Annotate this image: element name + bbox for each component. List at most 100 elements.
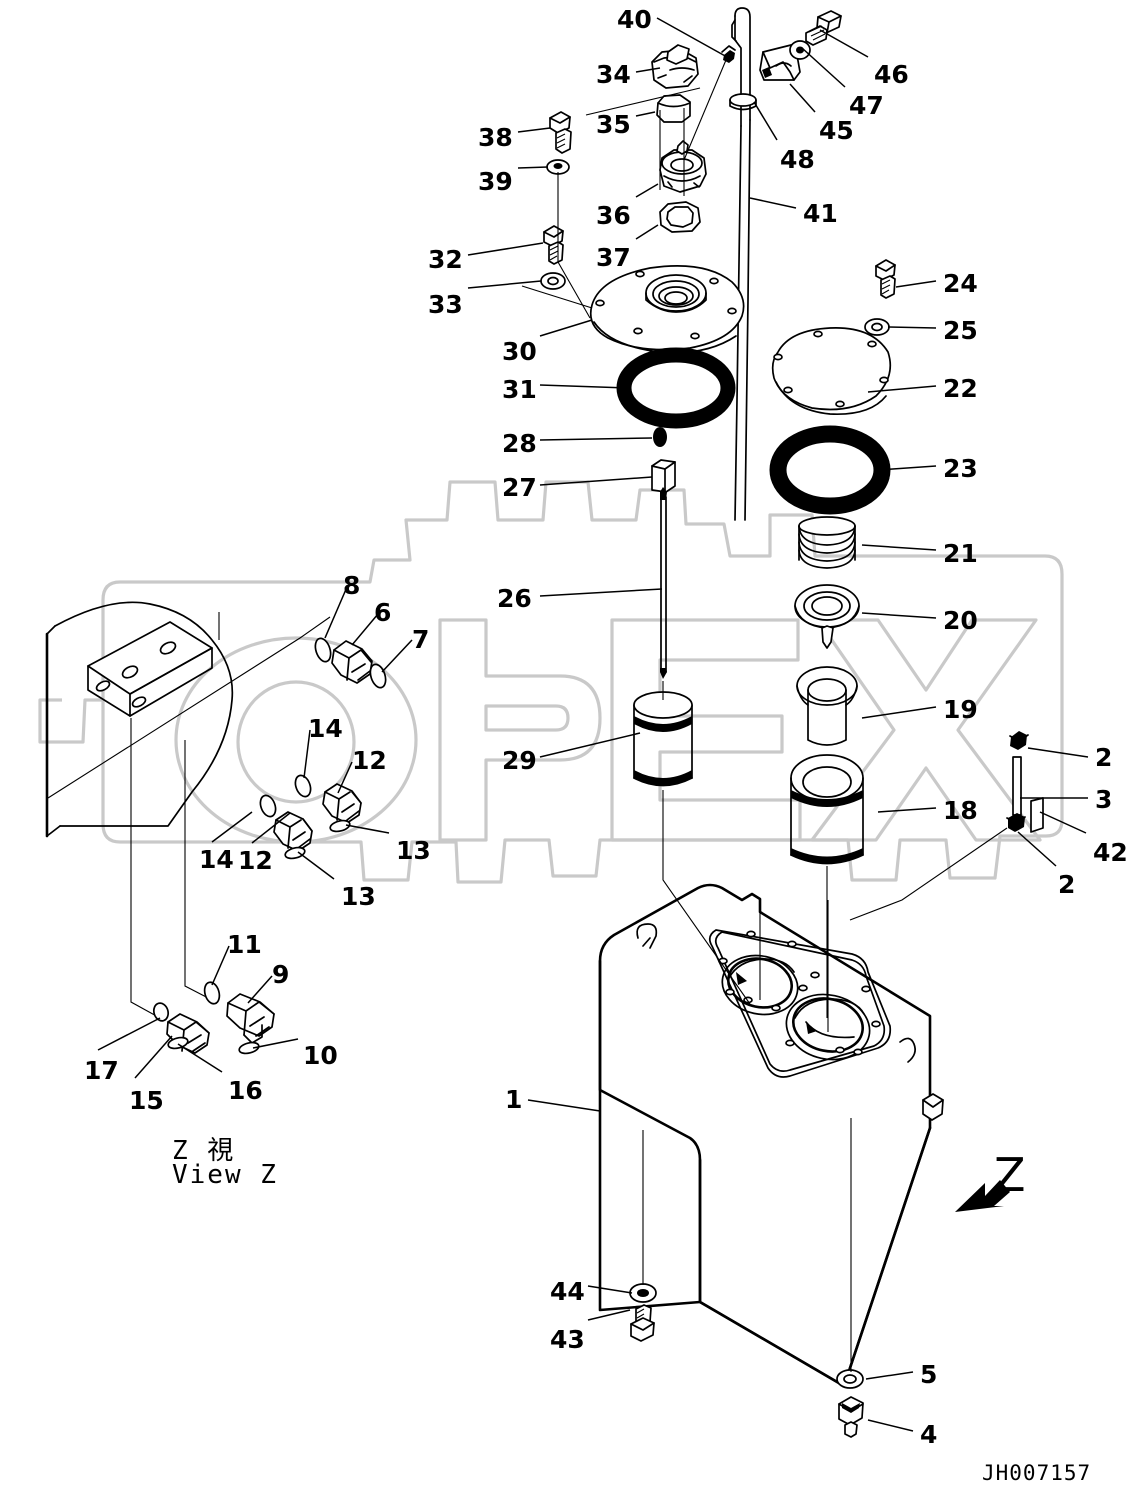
leader-5 bbox=[865, 1371, 914, 1380]
watermark-pex-text bbox=[174, 618, 1042, 844]
callout-39: 39 bbox=[478, 167, 513, 196]
leader-28 bbox=[539, 437, 653, 441]
leader-30 bbox=[539, 319, 593, 337]
leader-47 bbox=[801, 47, 846, 88]
part-24-bolt bbox=[875, 259, 896, 299]
part-33-washer bbox=[540, 272, 566, 290]
part-22-cover-plate bbox=[771, 327, 892, 416]
part-36-strainer-head bbox=[659, 140, 707, 193]
leader-32 bbox=[467, 242, 544, 256]
part-21-spring bbox=[798, 516, 856, 569]
leader-12 bbox=[337, 761, 353, 794]
leader-45 bbox=[789, 83, 816, 113]
callout-40: 40 bbox=[617, 5, 652, 34]
callout-16: 16 bbox=[228, 1076, 263, 1105]
callout-29: 29 bbox=[502, 746, 537, 775]
leader-22 bbox=[867, 385, 937, 393]
callout-46: 46 bbox=[874, 60, 909, 89]
leader-13 bbox=[345, 824, 390, 834]
part-9-fitting bbox=[226, 993, 275, 1044]
leader-14b bbox=[211, 811, 253, 843]
callout-14: 14 bbox=[308, 714, 343, 743]
leader-46 bbox=[819, 29, 869, 58]
callout-9: 9 bbox=[272, 960, 290, 989]
part-2-upper-fitting bbox=[1009, 731, 1029, 750]
part-34-filler-cap bbox=[651, 44, 699, 89]
leader-20 bbox=[861, 612, 937, 619]
leader-11 bbox=[211, 945, 230, 986]
callout-18: 18 bbox=[943, 796, 978, 825]
leader-40 bbox=[656, 17, 728, 58]
callout-36: 36 bbox=[596, 201, 631, 230]
callout-48: 48 bbox=[780, 145, 815, 174]
part-30-flange-plate bbox=[589, 265, 745, 354]
leader-8 bbox=[324, 586, 348, 639]
callout-8: 8 bbox=[343, 571, 361, 600]
leader-4 bbox=[867, 1419, 914, 1432]
leader-44 bbox=[587, 1285, 633, 1294]
leader-29 bbox=[539, 732, 641, 758]
part-43-bolt bbox=[630, 1304, 655, 1342]
leader-10 bbox=[252, 1038, 299, 1049]
callout-11: 11 bbox=[227, 930, 262, 959]
callout-38: 38 bbox=[478, 123, 513, 152]
callout-27: 27 bbox=[502, 473, 537, 502]
leader-12b bbox=[251, 812, 291, 844]
callout-33: 33 bbox=[428, 290, 463, 319]
watermark-gear bbox=[38, 480, 1064, 884]
part-37-gasket bbox=[659, 201, 701, 233]
callout-31: 31 bbox=[502, 375, 537, 404]
view-z-label-en: View Z bbox=[172, 1160, 278, 1190]
leader-39 bbox=[517, 166, 549, 169]
callout-2b: 2 bbox=[1058, 870, 1076, 899]
leader-17 bbox=[97, 1017, 161, 1051]
part-14-oring-upper bbox=[294, 774, 312, 798]
leader-24 bbox=[895, 280, 937, 288]
part-18-strainer-tube bbox=[790, 754, 864, 865]
callout-26: 26 bbox=[497, 584, 532, 613]
callout-14b: 14 bbox=[199, 845, 234, 874]
part-44-washer bbox=[629, 1283, 657, 1303]
part-2-lower-fitting bbox=[1006, 813, 1026, 832]
part-5-washer bbox=[836, 1369, 864, 1389]
part-25-washer bbox=[864, 318, 890, 336]
part-7-oring bbox=[369, 663, 387, 689]
part-17-oring bbox=[152, 1002, 170, 1022]
leader-23 bbox=[877, 465, 937, 471]
callout-23: 23 bbox=[943, 454, 978, 483]
part-42-plate bbox=[1030, 797, 1044, 833]
leader-14 bbox=[303, 729, 311, 779]
leader-26 bbox=[539, 588, 663, 597]
leader-35 bbox=[635, 111, 656, 117]
leader-19 bbox=[861, 706, 937, 719]
leader-34 bbox=[635, 67, 661, 73]
callout-32: 32 bbox=[428, 245, 463, 274]
leader-2 bbox=[1027, 747, 1089, 758]
leader-37 bbox=[635, 224, 659, 240]
part-40-clip bbox=[721, 45, 736, 63]
part-38-fitting bbox=[549, 111, 572, 154]
callout-25: 25 bbox=[943, 316, 978, 345]
leader-13b bbox=[297, 851, 335, 880]
part-14-oring-lower bbox=[259, 794, 277, 818]
leader-41 bbox=[749, 197, 797, 209]
leader-15 bbox=[134, 1035, 173, 1079]
callout-30: 30 bbox=[502, 337, 537, 366]
part-6-fitting bbox=[331, 640, 373, 684]
part-47-washer bbox=[789, 40, 811, 60]
callout-21: 21 bbox=[943, 539, 978, 568]
leader-6 bbox=[351, 613, 379, 646]
callout-43: 43 bbox=[550, 1325, 585, 1354]
callout-20: 20 bbox=[943, 606, 978, 635]
part-35-ring bbox=[656, 94, 691, 123]
part-46-bolt bbox=[805, 10, 842, 46]
part-13-oring-lower bbox=[284, 846, 306, 860]
part-4-drain-plug bbox=[838, 1396, 864, 1438]
part-3-rod bbox=[1012, 756, 1022, 816]
callout-12: 12 bbox=[352, 746, 387, 775]
part-12-fitting-upper bbox=[322, 783, 362, 824]
part-31-o-ring bbox=[616, 347, 736, 429]
part-8-oring bbox=[314, 637, 332, 663]
callout-1: 1 bbox=[505, 1085, 523, 1114]
